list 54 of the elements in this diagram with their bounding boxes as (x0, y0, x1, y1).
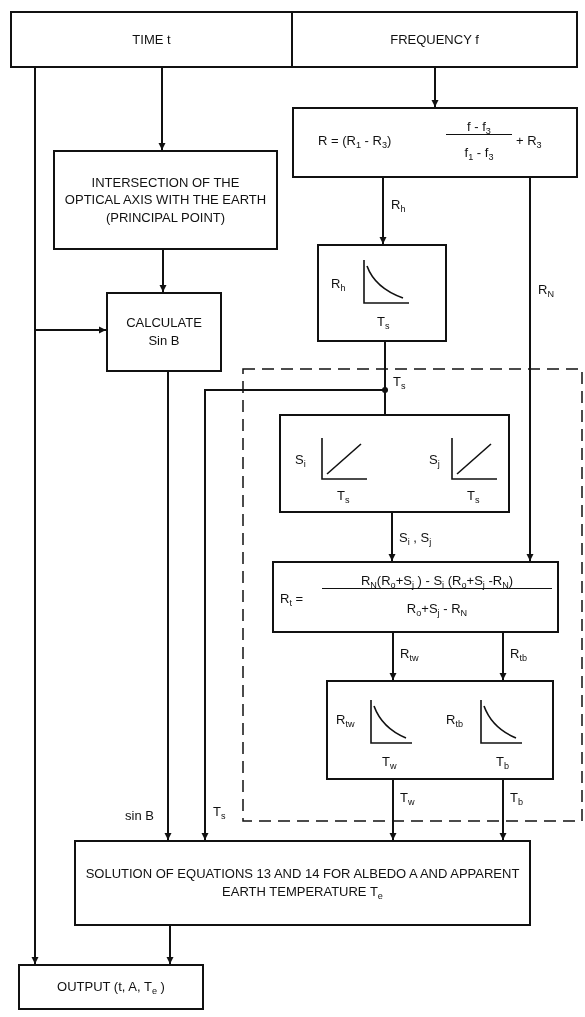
axis-label: S$_{j}$ (429, 452, 440, 467)
input-box (291, 11, 578, 68)
arrow (166, 925, 174, 965)
edge-label: S$_{i}$ , S$_{j}$ (398, 530, 433, 546)
edge-label: R$_{h}$ (390, 197, 407, 213)
graph-box (326, 680, 554, 780)
axis-label: T$_{b}$ (496, 754, 509, 769)
formula-text: f$_{1}$ - f$_{3}$ (463, 145, 495, 160)
arrow (389, 779, 397, 841)
formula-box (272, 561, 559, 633)
box-label: OUTPUT (t, A, T$_{e}$ ) (57, 978, 165, 996)
edge-label: R$_{N}$ (537, 282, 555, 298)
arrow (389, 632, 397, 681)
process-box (53, 150, 278, 250)
arrow (159, 249, 167, 293)
arrow (164, 371, 172, 841)
edge-label: R$_{tw}$ (399, 646, 420, 662)
arrow (158, 67, 166, 151)
axis-label: R$_{tw}$ (336, 712, 355, 727)
box-label: FREQUENCY f (390, 30, 479, 49)
box-label: INTERSECTION OF THE OPTICAL AXIS WITH THE EARTH (PRINCIPAL POINT) (63, 173, 268, 227)
edge-label: T$_{s}$ (392, 374, 407, 390)
edge-label: T$_{b}$ (509, 790, 524, 806)
input-box (10, 11, 293, 68)
output-box (18, 964, 204, 1010)
graph-box (279, 414, 510, 513)
arrow (526, 177, 534, 562)
graph-box (317, 244, 447, 342)
arrow (499, 632, 507, 681)
axis-label: T$_{s}$ (377, 314, 390, 329)
axis-label: T$_{s}$ (337, 488, 350, 503)
formula-text: R$_{t}$ = (280, 591, 304, 606)
arrow (388, 512, 396, 562)
box-label: SOLUTION OF EQUATIONS 13 AND 14 FOR ALBEDO A AND APPARENT EARTH TEMPERATURE T$_{e}$ (84, 865, 521, 901)
axis-label: R$_{h}$ (331, 276, 346, 291)
box-label: TIME t (132, 30, 171, 49)
process-box (106, 292, 222, 372)
axis-label: T$_{s}$ (467, 488, 480, 503)
formula-text: + R$_{3}$ (516, 133, 543, 148)
edge-label: T$_{s}$ (212, 804, 227, 820)
edge-label: T$_{w}$ (399, 790, 416, 806)
formula-text: f - f$_{3}$ (446, 119, 512, 135)
arrow (379, 177, 387, 245)
box-label: CALCULATE Sin B (125, 314, 203, 350)
arrow (499, 779, 507, 841)
formula-text: R = (R$_{1}$ - R$_{3}$) (318, 133, 393, 148)
axis-label: R$_{tb}$ (446, 712, 463, 727)
process-box (74, 840, 531, 926)
edge-label: R$_{tb}$ (509, 646, 528, 662)
arrow (431, 67, 439, 108)
axis-label: T$_{w}$ (382, 754, 397, 769)
axis-label: S$_{i}$ (295, 452, 306, 467)
formula-text: R$_{o}$+S$_{j}$ - R$_{N}$ (405, 601, 469, 616)
formula-box (292, 107, 578, 178)
